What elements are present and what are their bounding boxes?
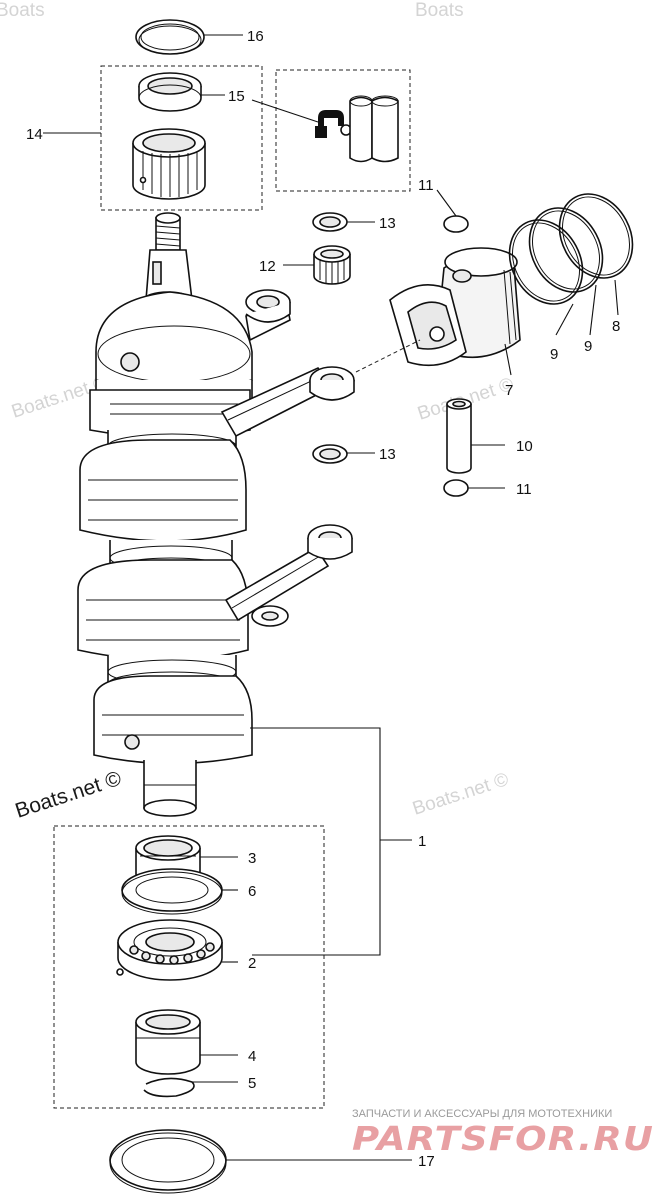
callout-6: 6	[248, 883, 256, 900]
lubricant-reference-box	[275, 69, 411, 192]
part-5-circlip	[143, 1077, 195, 1098]
part-11-circlip-upper	[443, 215, 469, 233]
callout-2: 2	[248, 955, 256, 972]
bottom-bearing-group-box	[53, 825, 325, 1109]
callout-15: 15	[228, 88, 245, 105]
callout-13-lower: 13	[379, 446, 396, 463]
callout-4: 4	[248, 1048, 256, 1065]
watermark-boats-top-left: Boats	[0, 0, 45, 21]
callout-3: 3	[248, 850, 256, 867]
watermark-boats-right: Boats.net ©	[410, 769, 511, 820]
part-15-bearing-race	[138, 72, 202, 112]
part-9-piston-ring-middle	[528, 207, 604, 293]
part-17-thrust-ring	[109, 1129, 227, 1194]
callout-5: 5	[248, 1075, 256, 1092]
callout-labels: 16 15 14 11 13 12 8 9 9 7 10 13 11 1 3 6…	[26, 28, 620, 1170]
part-14-group-box	[100, 65, 263, 211]
part-14-needle-bearing	[132, 128, 206, 200]
callout-13-upper: 13	[379, 215, 396, 232]
callout-10: 10	[516, 438, 533, 455]
part-1-crankshaft	[77, 212, 253, 817]
part-13-washer-lower	[312, 444, 348, 464]
brand-logo: PARTSFOR.RU	[352, 1119, 654, 1158]
callout-9-front: 9	[550, 346, 558, 363]
part-9-piston-ring-front	[508, 219, 584, 305]
part-2-ball-bearing	[116, 919, 223, 981]
lubricant-tube-icon	[315, 95, 399, 163]
brand-caption: ЗАПЧАСТИ И АКСЕССУАРЫ ДЛЯ МОТОТЕХНИКИ	[352, 1108, 612, 1120]
callout-17: 17	[418, 1153, 435, 1170]
callout-9-middle: 9	[584, 338, 592, 355]
part-8-piston-ring-top	[558, 193, 634, 279]
part-13-washer-upper	[312, 212, 348, 232]
connecting-rod-lower	[224, 524, 353, 627]
part-6-washer-plate	[121, 868, 223, 915]
callout-11-upper: 11	[418, 177, 434, 194]
connecting-rod-upper	[220, 289, 355, 438]
part-12-needle-bearing	[313, 245, 351, 285]
part-10-piston-pin	[446, 398, 472, 474]
leader-lines	[43, 34, 619, 1161]
callout-7: 7	[505, 382, 513, 399]
partsfor-brand: ЗАПЧАСТИ И АКСЕССУАРЫ ДЛЯ МОТОТЕХНИКИ PA…	[352, 1108, 654, 1158]
part-16-ring	[135, 19, 205, 55]
callout-12: 12	[259, 258, 276, 275]
callout-1: 1	[418, 833, 426, 850]
callout-11-lower: 11	[516, 481, 532, 498]
callout-8: 8	[612, 318, 620, 335]
callout-16: 16	[247, 28, 264, 45]
assembly-guide-line	[355, 339, 421, 373]
watermark-boats-main: Boats.net ©	[12, 767, 124, 823]
part-4-roller-bearing	[135, 1009, 201, 1075]
callout-14: 14	[26, 126, 43, 143]
part-7-piston	[389, 247, 521, 367]
watermark-boats-top-right: Boats	[415, 0, 464, 21]
part-11-circlip-lower	[443, 479, 469, 497]
